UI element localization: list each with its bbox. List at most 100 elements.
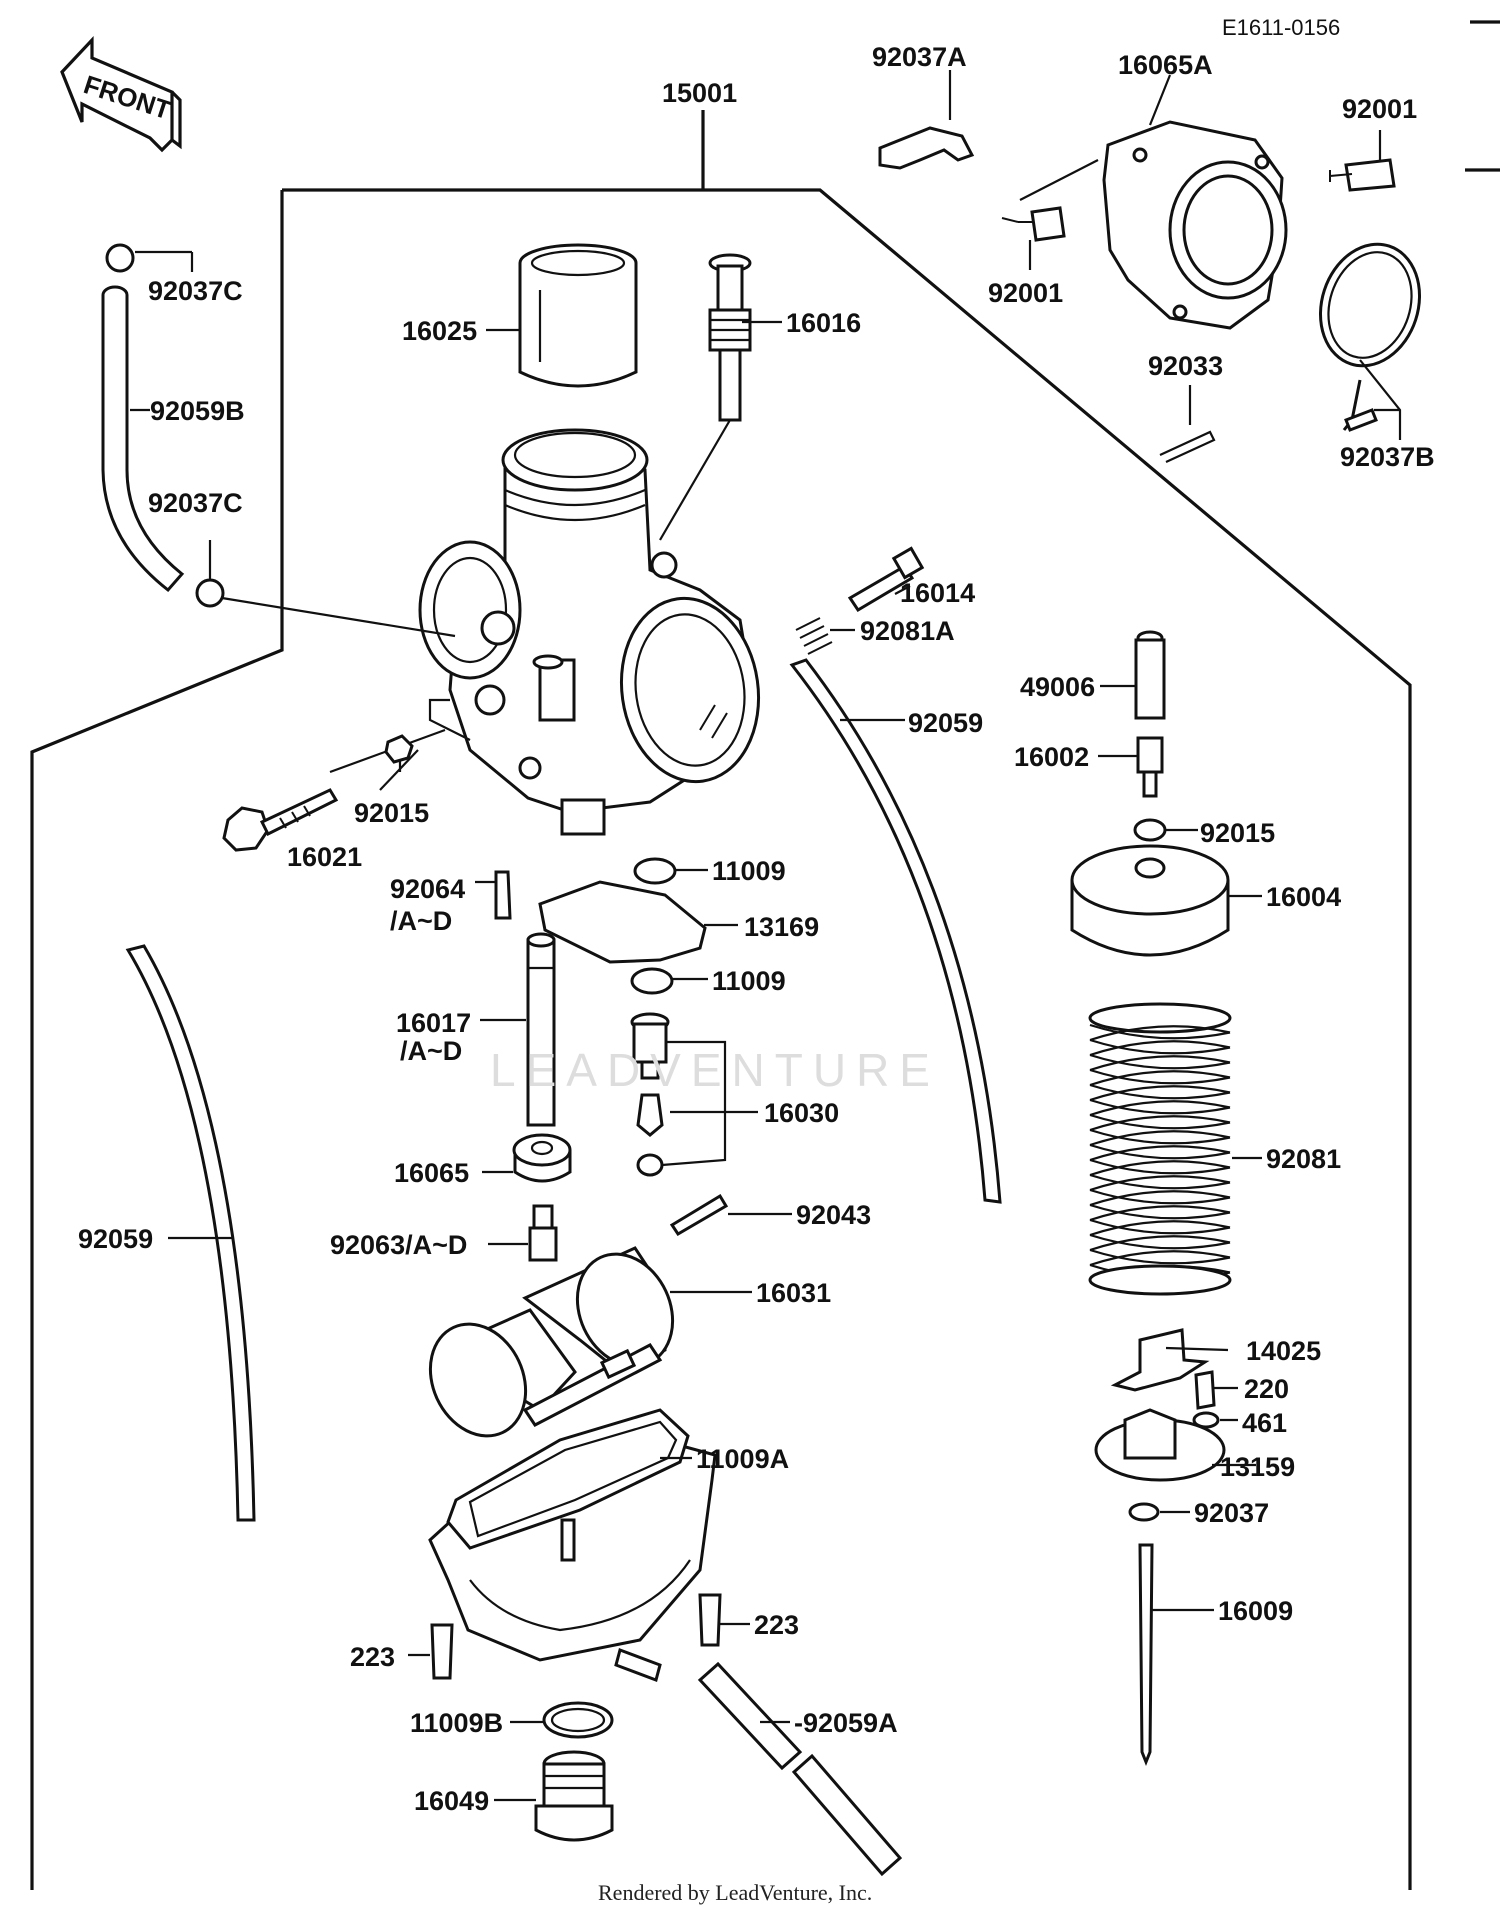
label-16025: 16025 bbox=[402, 316, 477, 346]
label-16014: 16014 bbox=[900, 578, 975, 608]
assembly-outline-left bbox=[30, 190, 284, 1890]
carburetor-body bbox=[418, 428, 761, 836]
hose-92059B bbox=[101, 285, 185, 593]
label-16009: 16009 bbox=[1218, 1596, 1293, 1626]
label-92001-left: 92001 bbox=[988, 278, 1063, 308]
needle-jet-16017 bbox=[526, 932, 556, 1127]
cotter-pin-92033 bbox=[1159, 430, 1216, 463]
label-92059-left: 92059 bbox=[78, 1224, 153, 1254]
label-92037C-top: 92037C bbox=[148, 276, 243, 306]
plate-13159 bbox=[1094, 1408, 1226, 1482]
label-11009-bottom: 11009 bbox=[712, 966, 786, 996]
label-92015-center: 92015 bbox=[354, 798, 429, 828]
label-15001: 15001 bbox=[662, 78, 737, 108]
label-92059-right: 92059 bbox=[908, 708, 983, 738]
throttle-spring-92081 bbox=[1088, 1002, 1232, 1296]
clip-92037A bbox=[878, 126, 975, 170]
needle-valve-seat-16030 bbox=[630, 1012, 670, 1177]
washer-461 bbox=[1192, 1411, 1220, 1429]
label-11009A: 11009A bbox=[696, 1444, 789, 1474]
clamp-band bbox=[1318, 242, 1422, 431]
o-ring-11009-bottom bbox=[630, 967, 674, 995]
pilot-jet-92064 bbox=[494, 870, 512, 920]
gasket-plate-13169 bbox=[538, 880, 707, 964]
drain-plug-16049 bbox=[534, 1750, 614, 1842]
label-16049: 16049 bbox=[414, 1786, 489, 1816]
label-92064-variant: /A~D bbox=[390, 906, 452, 936]
o-ring-11009-top bbox=[633, 857, 677, 885]
assembly-outline-right bbox=[282, 188, 1412, 1890]
float-bowl bbox=[428, 1408, 717, 1682]
air-screw-16014 bbox=[847, 563, 915, 613]
footer-credit: Rendered by LeadVenture, Inc. bbox=[598, 1880, 872, 1905]
float-16031 bbox=[428, 1246, 675, 1438]
label-220: 220 bbox=[1244, 1374, 1289, 1404]
float-bowl-gasket bbox=[446, 1408, 690, 1550]
bolt-92001-left bbox=[1001, 206, 1066, 242]
label-92081: 92081 bbox=[1266, 1144, 1341, 1174]
label-92037A: 92037A bbox=[872, 42, 967, 72]
label-16017-variant: /A~D bbox=[400, 1036, 462, 1066]
intake-manifold bbox=[1019, 120, 1288, 330]
diagram-ref-code: E1611-0156 bbox=[1222, 15, 1340, 40]
spring-92081A bbox=[795, 617, 833, 655]
front-label: FRONT bbox=[80, 69, 175, 125]
part-labels: 15001 92037A 16065A 92001 92001 92033 92… bbox=[78, 42, 1435, 1816]
float-pin-92043 bbox=[669, 1193, 729, 1237]
hose-92059-right bbox=[789, 658, 1002, 1204]
clip-92037 bbox=[1128, 1502, 1160, 1522]
nut-92015-right bbox=[1133, 818, 1167, 842]
clip-92037C-bottom bbox=[195, 578, 225, 608]
label-92037B: 92037B bbox=[1340, 442, 1435, 472]
label-11009-top: 11009 bbox=[712, 856, 786, 886]
screw-223-left bbox=[430, 1623, 454, 1680]
label-92059B: 92059B bbox=[150, 396, 245, 426]
label-16017: 16017 bbox=[396, 1008, 471, 1038]
idle-screw-16021 bbox=[222, 788, 339, 852]
washer-16065 bbox=[512, 1133, 572, 1183]
nut-92015-center bbox=[384, 734, 414, 764]
front-arrow-icon: FRONT bbox=[60, 35, 182, 153]
leader-lines bbox=[130, 70, 1402, 1802]
label-92043: 92043 bbox=[796, 1200, 871, 1230]
label-92033: 92033 bbox=[1148, 351, 1223, 381]
label-92001-top: 92001 bbox=[1342, 94, 1417, 124]
label-13169: 13169 bbox=[744, 912, 819, 942]
label-223-left: 223 bbox=[350, 1642, 395, 1672]
label-13159: 13159 bbox=[1220, 1452, 1295, 1482]
label-92063: 92063/A~D bbox=[330, 1230, 467, 1260]
label-92037: 92037 bbox=[1194, 1498, 1269, 1528]
throttle-slide bbox=[518, 243, 638, 388]
label-92037C-bottom: 92037C bbox=[148, 488, 243, 518]
starter-plunger bbox=[708, 253, 752, 422]
label-92081A: 92081A bbox=[860, 616, 955, 646]
label-11009B: 11009B bbox=[410, 1708, 503, 1738]
screw-92037B bbox=[1344, 408, 1378, 432]
needle-clip-14025 bbox=[1110, 1328, 1210, 1392]
label-223-right: 223 bbox=[754, 1610, 799, 1640]
adjuster-nut-16002 bbox=[1136, 736, 1164, 798]
label-16004: 16004 bbox=[1266, 882, 1341, 912]
hose-92059A bbox=[697, 1661, 803, 1771]
air-screw-head-icon bbox=[891, 546, 925, 580]
jet-needle-16009 bbox=[1138, 1543, 1154, 1767]
hose-92059-left bbox=[125, 944, 256, 1522]
top-cap-16004 bbox=[1070, 844, 1230, 957]
label-92064: 92064 bbox=[390, 874, 465, 904]
label-49006: 49006 bbox=[1020, 672, 1095, 702]
screw-220 bbox=[1194, 1370, 1216, 1410]
bolt-92001-right bbox=[1329, 158, 1396, 192]
label-461: 461 bbox=[1242, 1408, 1287, 1438]
label-16065: 16065 bbox=[394, 1158, 469, 1188]
label-16065A: 16065A bbox=[1118, 50, 1213, 80]
clip-92037C-top bbox=[105, 243, 135, 273]
main-jet-92063 bbox=[528, 1204, 558, 1262]
cable-adjuster-49006 bbox=[1134, 630, 1166, 720]
label-92015-right: 92015 bbox=[1200, 818, 1275, 848]
screw-223-right bbox=[698, 1593, 722, 1647]
label-16030: 16030 bbox=[764, 1098, 839, 1128]
label-16031: 16031 bbox=[756, 1278, 831, 1308]
label-14025: 14025 bbox=[1246, 1336, 1321, 1366]
